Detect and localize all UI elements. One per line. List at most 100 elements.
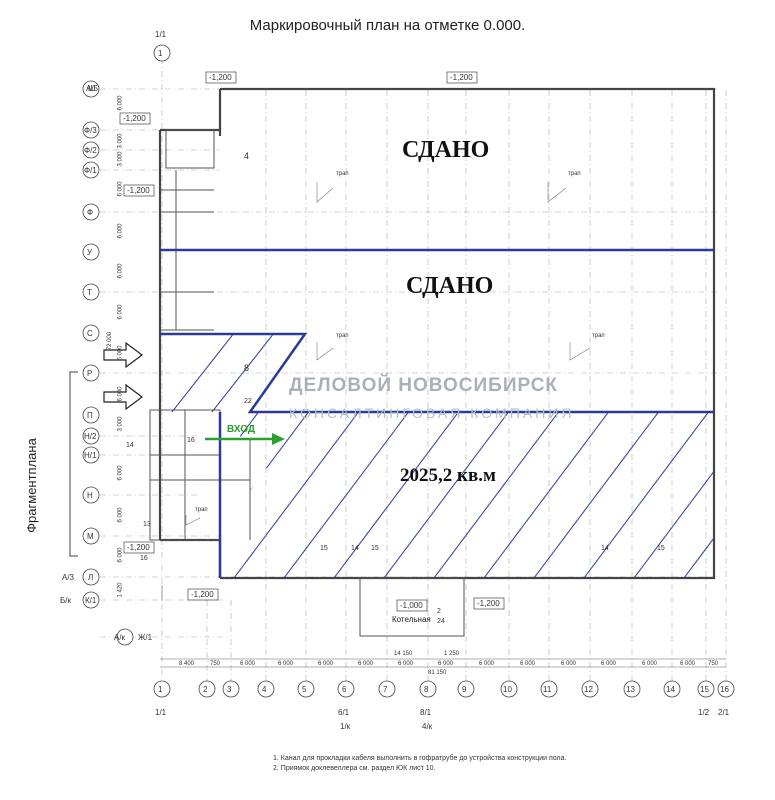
level-label: -1,200 bbox=[123, 114, 146, 123]
column-axis-label: 3 bbox=[227, 685, 232, 694]
level-label: -1,200 bbox=[450, 73, 473, 82]
left-dimension: 6 000 bbox=[117, 304, 124, 320]
row-axis-label: П bbox=[87, 411, 93, 420]
fragment-label: Фрагментплана bbox=[23, 438, 39, 533]
column-axis-label: 6 bbox=[342, 685, 347, 694]
column-axis-label: 14 bbox=[666, 685, 675, 694]
column-axis-label: 16 bbox=[720, 685, 729, 694]
left-dimension: 72 000 bbox=[107, 331, 114, 351]
left-dimension: 6 000 bbox=[117, 181, 124, 197]
left-dimension: 6 000 bbox=[117, 95, 124, 111]
bottom-dimension: 6 000 bbox=[561, 661, 577, 667]
bottom-dimension: 8 400 bbox=[179, 661, 195, 667]
room-number: 2 bbox=[437, 608, 441, 615]
row-axis-label: Ф bbox=[87, 208, 94, 217]
trap-markers bbox=[185, 182, 591, 526]
row-axis-letter-right: Л bbox=[88, 573, 94, 582]
room-number: 14 bbox=[126, 442, 134, 449]
trap-label: трап bbox=[336, 333, 349, 339]
level-label: -1,200 bbox=[477, 599, 500, 608]
column-axis-label: 12 bbox=[584, 685, 593, 694]
bottom-dimension: 6 000 bbox=[278, 661, 294, 667]
room-number: 14 bbox=[351, 545, 359, 552]
left-dimension: 6 000 bbox=[117, 465, 124, 481]
watermark-title: ДЕЛОВОЙ НОВОСИБИРСК bbox=[289, 375, 559, 396]
level-label: -1,000 bbox=[400, 601, 423, 610]
row-axis-label: У bbox=[87, 248, 93, 257]
row-axis-letter-right: Ш bbox=[88, 84, 96, 93]
bottom-dimension: 6 000 bbox=[479, 661, 495, 667]
room-number: 24 bbox=[437, 618, 445, 625]
hatched-area bbox=[220, 412, 714, 578]
level-markers bbox=[119, 71, 505, 612]
column-axis-label: 15 bbox=[700, 685, 709, 694]
column-axis-label: 2 bbox=[203, 685, 208, 694]
left-dimension: 6 000 bbox=[117, 507, 124, 523]
left-dimension: 3 000 bbox=[117, 151, 124, 167]
column-axis-sub: 2/1 bbox=[718, 708, 730, 717]
bottom-dimension: 6 000 bbox=[520, 661, 536, 667]
column-axis-sub2: 4/к bbox=[422, 722, 433, 731]
left-dimension: 6 000 bbox=[117, 263, 124, 279]
bottom-dimension: 6 000 bbox=[240, 661, 256, 667]
room-number: 13 bbox=[143, 521, 151, 528]
entrance-arrow bbox=[205, 433, 285, 445]
note-1: 1. Канал для прокладки кабеля выполнить … bbox=[273, 755, 567, 762]
bottom-dimension: 750 bbox=[210, 661, 221, 667]
column-axis-label: 5 bbox=[302, 685, 307, 694]
row-axis-label: Ф/3 bbox=[84, 126, 97, 135]
entrance-label: ВХОД bbox=[227, 424, 256, 435]
left-dimension: 6 000 bbox=[117, 345, 124, 361]
left-dimension: 3 000 bbox=[117, 133, 124, 149]
room-number: 14 bbox=[601, 545, 609, 552]
room-number: 16 bbox=[140, 555, 148, 562]
trap-label: трап bbox=[592, 333, 605, 339]
total-dimension: 14 150 bbox=[394, 651, 413, 657]
column-axis-label: 13 bbox=[626, 685, 635, 694]
level-label: -1,200 bbox=[209, 73, 232, 82]
trap-label: трап bbox=[195, 507, 208, 513]
row-axis-letter-right: Ж/1 bbox=[138, 633, 153, 642]
column-axis-label: 11 bbox=[543, 685, 552, 694]
column-axis-sub2: 1/к bbox=[340, 722, 351, 731]
boiler-room-label: Котельная bbox=[392, 615, 431, 624]
plan-title: Маркировочный план на отметке 0.000. bbox=[249, 17, 526, 34]
left-dimension: 6 000 bbox=[117, 386, 124, 402]
level-label: -1,200 bbox=[127, 186, 150, 195]
row-axis-label: А/к bbox=[114, 633, 126, 642]
bottom-dimension: 750 bbox=[708, 661, 719, 667]
row-axis-label: Б/к bbox=[60, 596, 71, 605]
bottom-dimension: 6 000 bbox=[318, 661, 334, 667]
column-axis-label: 7 bbox=[383, 685, 388, 694]
plan-notes: 1. Канал для прокладки кабеля выполнить … bbox=[273, 754, 566, 774]
sdano-label-top: СДАНО bbox=[402, 137, 490, 163]
watermark-subtitle: КОНСАЛТИНГОВАЯ КОМПАНИЯ bbox=[289, 405, 575, 421]
column-axis-label: 8 bbox=[424, 685, 429, 694]
left-dimension: 6 000 bbox=[117, 547, 124, 563]
bottom-dimension: 6 000 bbox=[680, 661, 696, 667]
top-axis-label: 1 bbox=[158, 49, 163, 58]
column-axis-label: 10 bbox=[503, 685, 512, 694]
level-label: -1,200 bbox=[191, 590, 214, 599]
row-axis-label: Ф/1 bbox=[84, 166, 97, 175]
bottom-dimension: 6 000 bbox=[601, 661, 617, 667]
row-axis-label: Р bbox=[87, 369, 93, 378]
level-label: -1,200 bbox=[127, 543, 150, 552]
column-axis-label: 9 bbox=[462, 685, 467, 694]
column-axis-sub: 1/1 bbox=[155, 708, 167, 717]
bottom-dimension: 6 000 bbox=[642, 661, 658, 667]
room-number: 16 bbox=[187, 437, 195, 444]
bottom-dimension: 6 000 bbox=[438, 661, 454, 667]
room-number: 15 bbox=[320, 545, 328, 552]
row-grid-lines bbox=[100, 88, 720, 638]
room-number: 22 bbox=[244, 398, 252, 405]
left-dimension: 1 420 bbox=[117, 582, 124, 598]
room-number: 15 bbox=[371, 545, 379, 552]
row-axis-label: А/5 bbox=[86, 84, 99, 93]
row-axis-label: Н/2 bbox=[84, 432, 97, 441]
sdano-label-middle: СДАНО bbox=[406, 273, 494, 299]
room-number: 8 bbox=[244, 363, 250, 373]
row-axis-markers bbox=[82, 80, 134, 646]
row-axis-label: М bbox=[87, 532, 94, 541]
left-dimension: 6 000 bbox=[117, 223, 124, 239]
